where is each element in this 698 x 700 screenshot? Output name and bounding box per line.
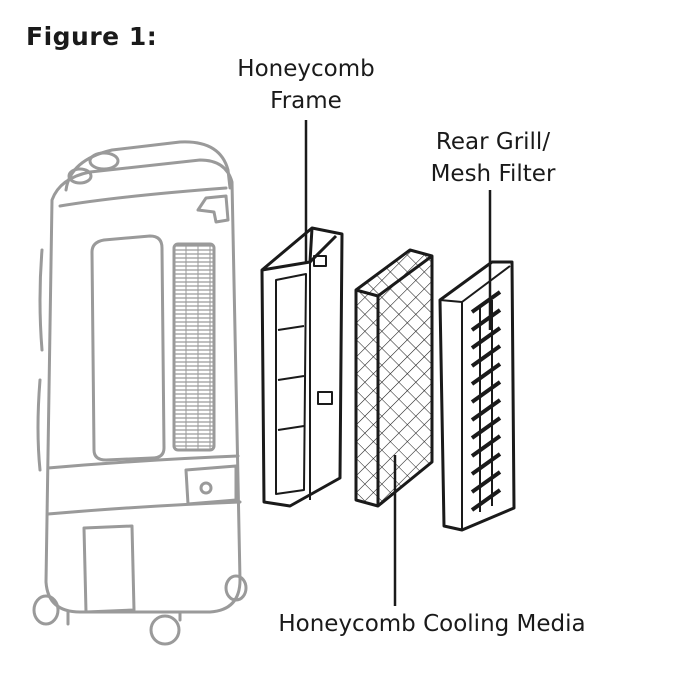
label-honeycomb-frame-line1: Honeycomb (237, 56, 375, 82)
label-honeycomb-frame-line2: Frame (270, 88, 342, 114)
label-rear-grill-line2: Mesh Filter (430, 161, 556, 187)
air-cooler-unit (32, 140, 248, 646)
label-rear-grill: Rear Grill/ Mesh Filter (418, 126, 568, 190)
label-cooling-media: Honeycomb Cooling Media (278, 611, 586, 637)
label-honeycomb-frame: Honeycomb Frame (226, 53, 386, 117)
leader-lines (304, 120, 492, 606)
honeycomb-frame-part (260, 226, 344, 508)
rear-grill-part (438, 260, 516, 532)
cooling-media-part (354, 248, 434, 508)
figure-title: Figure 1: (26, 22, 158, 51)
label-rear-grill-line1: Rear Grill/ (435, 129, 551, 155)
